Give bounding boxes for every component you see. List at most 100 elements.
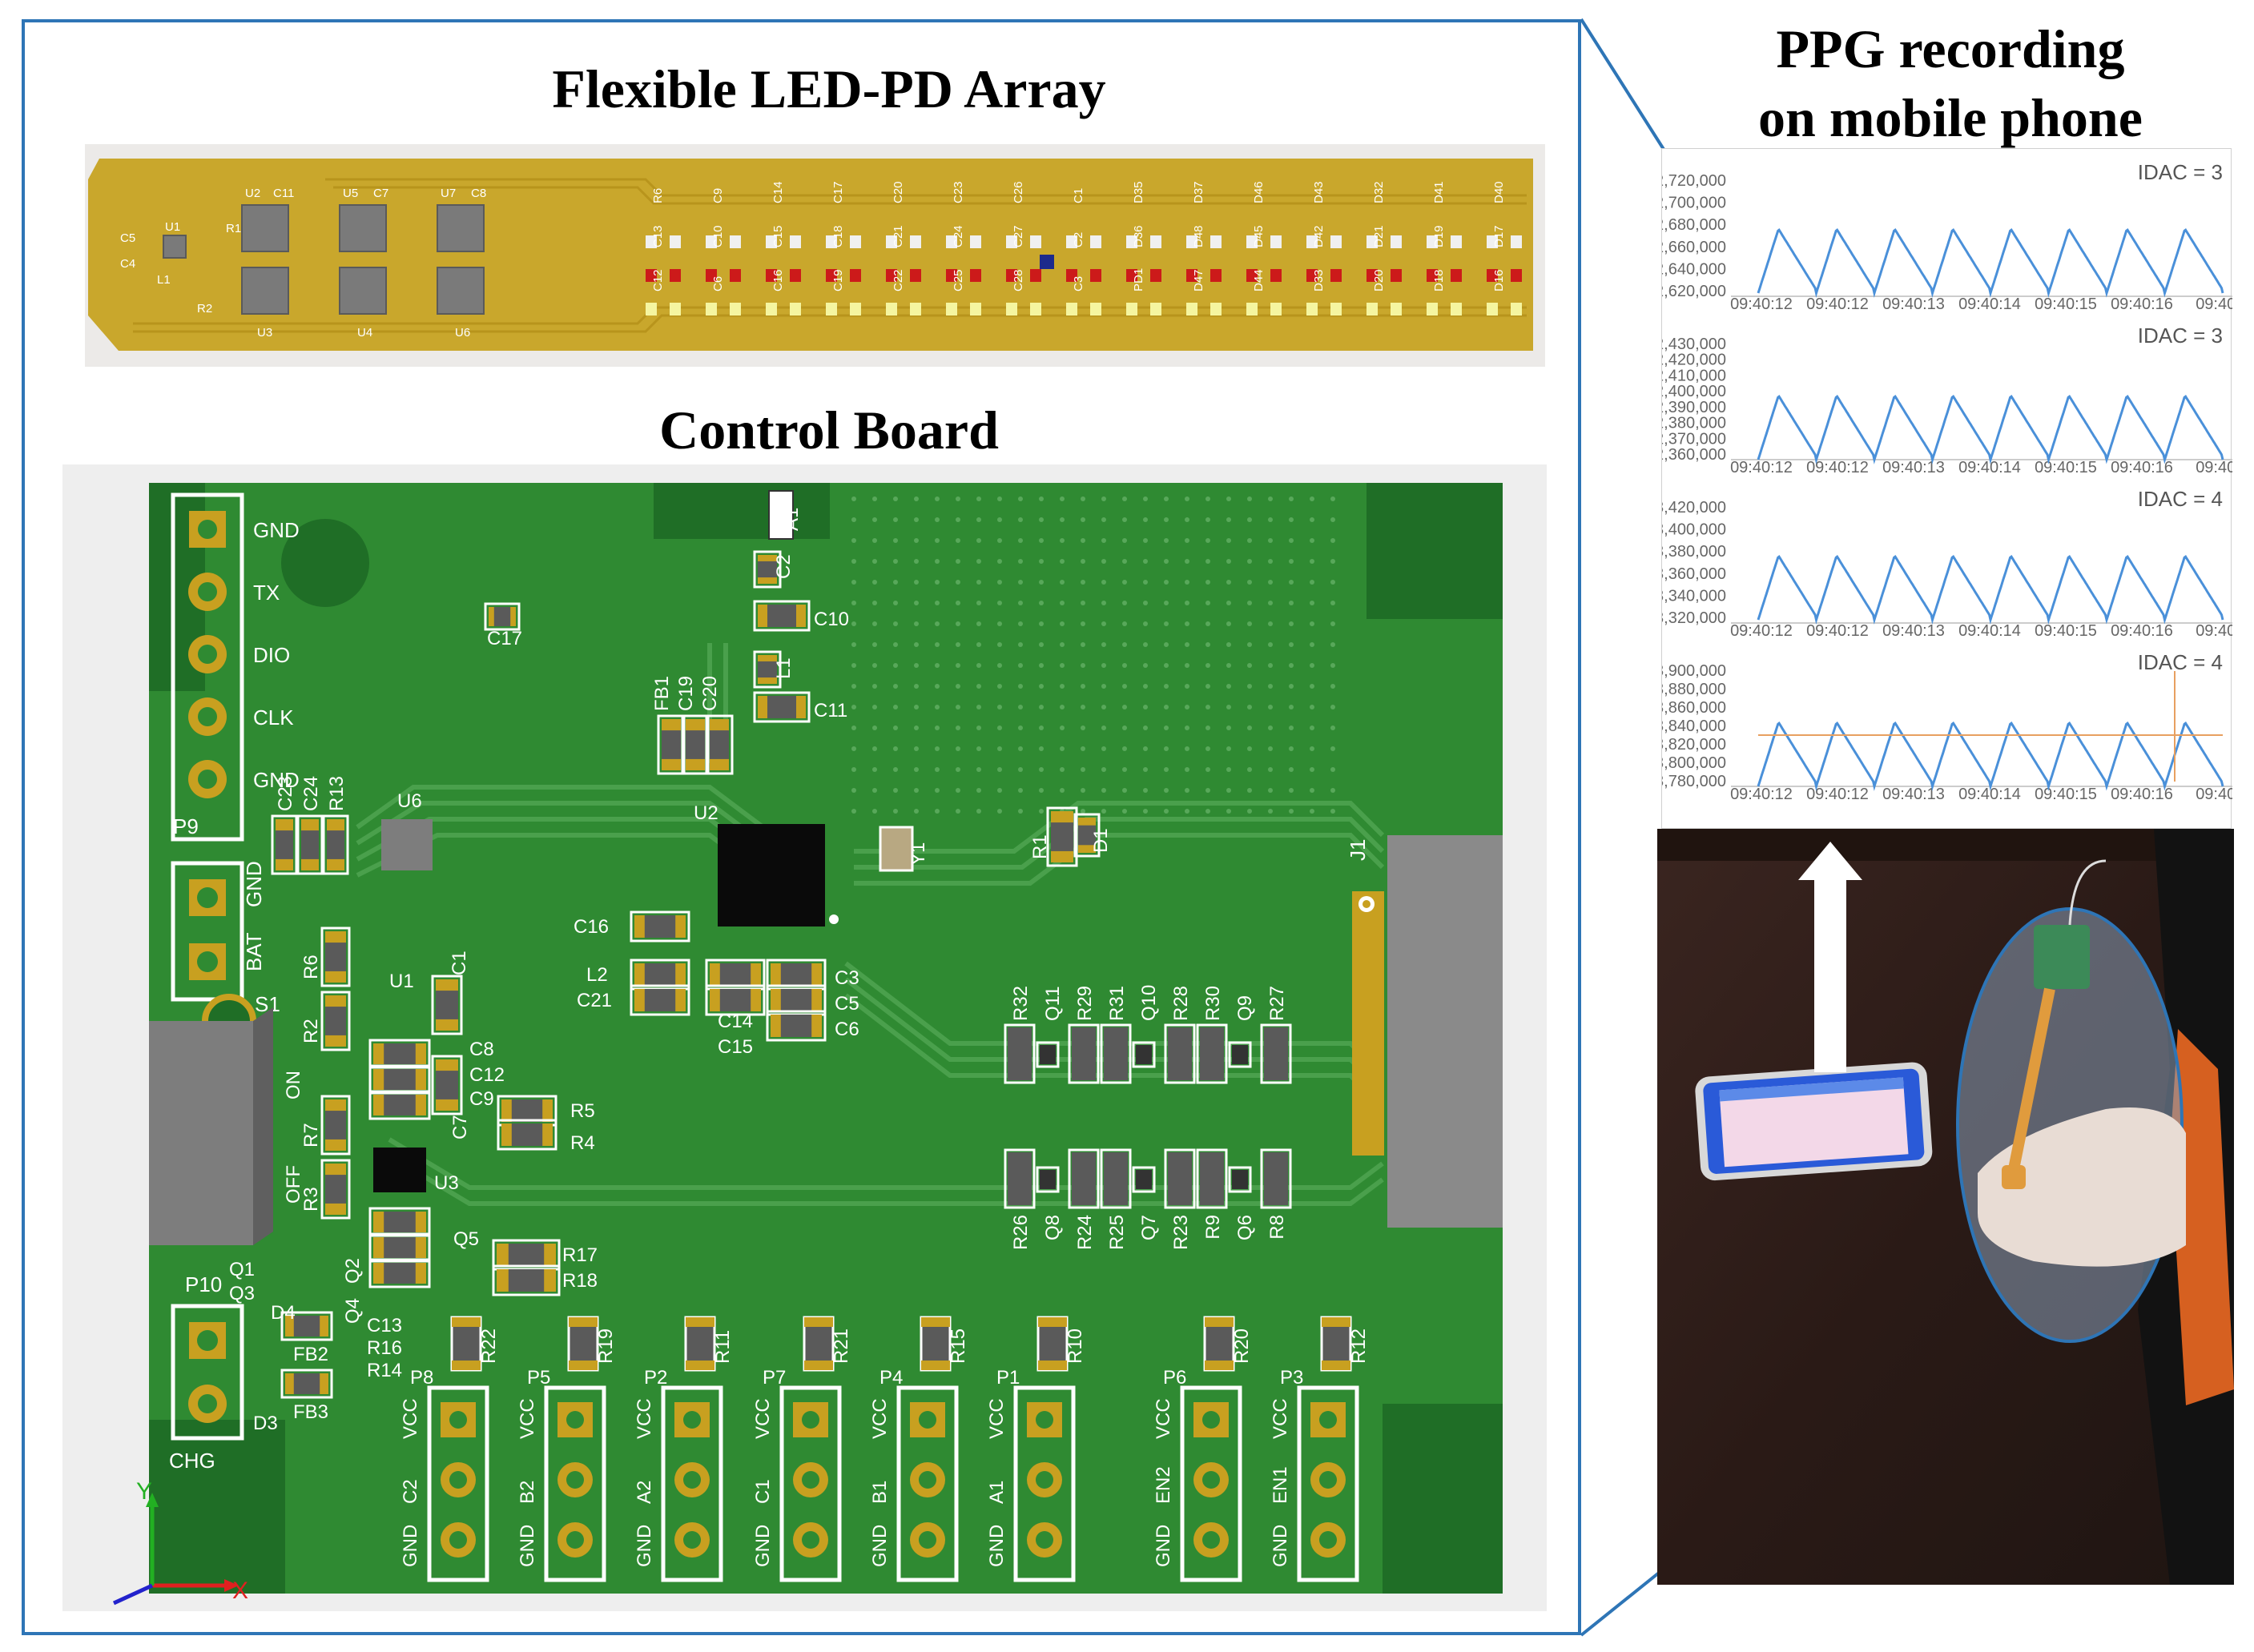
- flex-led-red-2: [790, 269, 801, 282]
- flex-led-red: [1246, 269, 1258, 282]
- via-dot: [872, 663, 877, 668]
- component-outline-c9: [368, 1090, 431, 1120]
- via-dots: [851, 496, 1335, 814]
- via-dot: [1247, 517, 1252, 522]
- header-pad-hole: [449, 1531, 467, 1549]
- via-dot: [1185, 580, 1189, 585]
- orange-stripe: [2170, 1029, 2234, 1405]
- via-dot: [1018, 580, 1023, 585]
- via-dot: [1101, 767, 1106, 772]
- flex-led-red: [886, 269, 897, 282]
- via-dot: [1289, 642, 1294, 647]
- flex-led-label: D20: [1372, 269, 1386, 291]
- via-dot: [872, 642, 877, 647]
- label-q11: Q11: [1042, 986, 1064, 1021]
- flex-led-yellow: [1306, 303, 1318, 316]
- via-dot: [1164, 726, 1169, 730]
- component-outline-r4: [497, 1119, 557, 1151]
- via-dot: [1039, 746, 1044, 751]
- header-pin-label: VCC: [1153, 1398, 1174, 1439]
- via-dot: [997, 809, 1002, 814]
- chg-label: CHG: [169, 1449, 215, 1473]
- ppg-x-tick: 09:40:13: [1882, 295, 1945, 312]
- flex-led-columns: R6C13C12C9C10C6C14C15C16C17C18C19C20C21C…: [646, 181, 1522, 316]
- header-pin-label: VCC: [634, 1398, 655, 1439]
- via-dot: [1039, 705, 1044, 709]
- label-c16: C16: [574, 916, 609, 938]
- via-dot: [1310, 767, 1314, 772]
- via-dot: [1143, 538, 1148, 543]
- via-dot: [1164, 621, 1169, 626]
- via-dot: [1039, 684, 1044, 689]
- mounting-hole-pad: [281, 519, 369, 607]
- via-dot: [1226, 788, 1231, 793]
- flex-led-yellow-2: [910, 303, 921, 316]
- via-dot: [914, 601, 919, 605]
- via-dot: [1060, 621, 1065, 626]
- flex-led-label: C19: [831, 269, 845, 291]
- main-frame: [22, 19, 1581, 1635]
- label-r23: R23: [1170, 1215, 1192, 1250]
- via-dot: [935, 788, 940, 793]
- header-pin-label: VCC: [400, 1398, 421, 1439]
- label-c12: C12: [469, 1064, 505, 1086]
- label-r25: R25: [1106, 1215, 1128, 1250]
- via-dot: [1247, 705, 1252, 709]
- header-pad-hole: [919, 1411, 936, 1429]
- flex-led-red-2: [1210, 269, 1222, 282]
- flex-led-red: [646, 269, 657, 282]
- finger-sensor: [2002, 1165, 2026, 1189]
- component-outline-r7: [320, 1095, 351, 1156]
- label-r13: R13: [326, 776, 348, 811]
- component-outline-c6: [766, 1010, 827, 1042]
- via-dot: [1122, 663, 1127, 668]
- via-dot: [956, 726, 960, 730]
- ppg-x-tick: 09:40:: [2196, 786, 2232, 802]
- ppg-x-tick: 09:40:12: [1730, 295, 1793, 312]
- label-q8: Q8: [1042, 1215, 1064, 1240]
- header-resistor-label: R19: [595, 1328, 617, 1364]
- header-pin-label: GND: [1153, 1525, 1174, 1567]
- via-dot: [893, 705, 898, 709]
- header-pad-hole: [1036, 1411, 1053, 1429]
- via-dot: [935, 601, 940, 605]
- flex-led-yellow-2: [670, 303, 681, 316]
- via-dot: [1205, 684, 1210, 689]
- flex-label-c7: C7: [373, 187, 388, 200]
- via-dot: [1039, 621, 1044, 626]
- upload-arrow: [1798, 842, 1862, 1072]
- via-dot: [997, 621, 1002, 626]
- via-dot: [1205, 580, 1210, 585]
- flex-led-label: C16: [771, 269, 785, 291]
- via-dot: [1205, 788, 1210, 793]
- header-pad-hole: [683, 1471, 701, 1489]
- flex-led-white-top: [706, 235, 717, 248]
- flex-led-yellow-2: [1391, 303, 1402, 316]
- ppg-x-tick: 09:40:16: [2111, 786, 2173, 802]
- power-header-outline: [171, 861, 244, 1002]
- label-a1: A1: [781, 508, 803, 531]
- flex-led-red: [1066, 269, 1077, 282]
- via-dot: [893, 621, 898, 626]
- flex-led-yellow-2: [1270, 303, 1282, 316]
- flex-led-label: D35: [1132, 181, 1145, 203]
- label-r32: R32: [1010, 986, 1032, 1021]
- via-dot: [1060, 517, 1065, 522]
- via-dot: [851, 496, 856, 501]
- via-dot: [1081, 809, 1085, 814]
- component-outline-r18: [492, 1264, 561, 1296]
- via-dot: [1247, 684, 1252, 689]
- label-r31: R31: [1106, 986, 1128, 1021]
- component-outline-c23: [271, 814, 298, 875]
- flex-led-white-2: [1511, 235, 1522, 248]
- flex-led-white-2: [790, 235, 801, 248]
- flex-led-label: C3: [1072, 276, 1085, 291]
- ppg-waveform: [1757, 555, 2224, 625]
- label-fb3: FB3: [293, 1401, 328, 1423]
- flex-led-red-2: [1451, 269, 1462, 282]
- flex-led-label: D19: [1432, 225, 1446, 247]
- flex-led-white-2: [1270, 235, 1282, 248]
- via-dot: [872, 517, 877, 522]
- via-dot: [1039, 517, 1044, 522]
- label-fb1: FB1: [651, 676, 673, 711]
